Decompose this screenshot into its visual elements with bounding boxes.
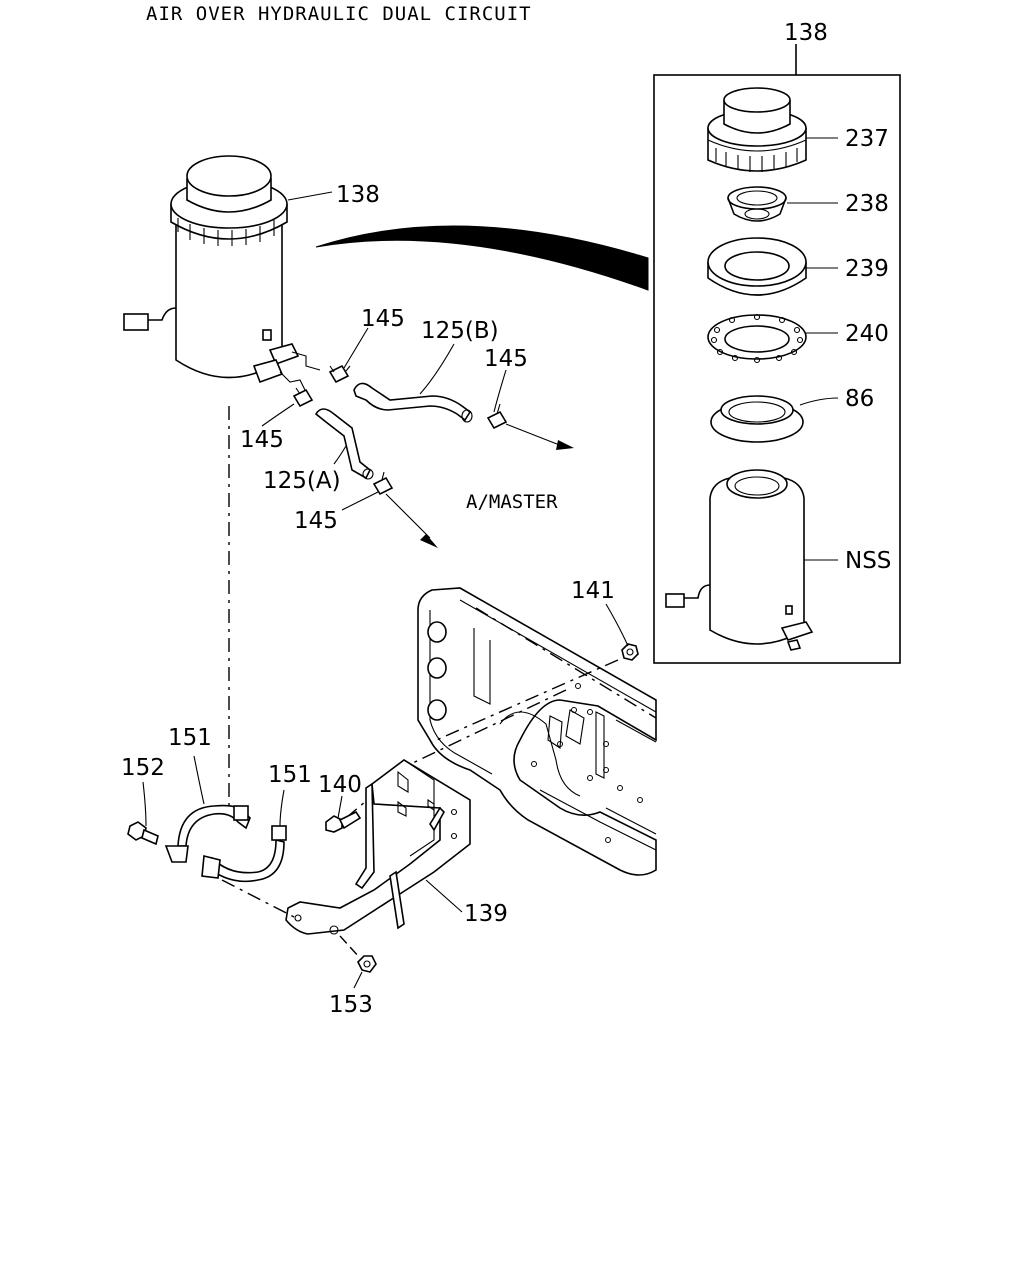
part-240-gasket[interactable] — [707, 313, 807, 364]
part-125a-hose[interactable] — [314, 408, 374, 480]
part-145-clip-bottom[interactable] — [372, 471, 394, 496]
label-138-main: 138 — [336, 182, 380, 208]
arrow-to-master-b — [505, 423, 574, 450]
part-nss-tank-body[interactable] — [665, 469, 814, 651]
part-152-bolt[interactable] — [127, 821, 159, 846]
detail-box — [653, 44, 901, 664]
label-145-a: 145 — [361, 306, 405, 332]
label-145-d: 145 — [294, 508, 338, 534]
label-125b: 125(B) — [421, 318, 499, 344]
chassis-frame — [417, 587, 657, 876]
part-138-reservoir[interactable] — [123, 155, 321, 393]
part-237-cap[interactable] — [707, 87, 807, 172]
part-153-nut[interactable] — [357, 955, 377, 973]
part-145-clip-right[interactable] — [486, 403, 508, 430]
part-125b-hose[interactable] — [353, 382, 473, 423]
main-leaders — [142, 191, 629, 989]
centerline-band-to-bracket — [221, 879, 297, 919]
explode-arrow — [315, 225, 649, 291]
detail-leaders — [787, 137, 839, 561]
label-140: 140 — [318, 772, 362, 798]
part-239-ring[interactable] — [707, 237, 807, 296]
part-140-bolt[interactable] — [325, 810, 362, 833]
part-139-bracket[interactable] — [285, 759, 471, 935]
part-151-band-lower[interactable] — [201, 825, 287, 883]
label-139: 139 — [464, 901, 508, 927]
part-141-nut[interactable] — [621, 643, 639, 661]
label-nss: NSS — [845, 548, 891, 574]
label-145-c: 145 — [240, 427, 284, 453]
part-145-clip-lower[interactable] — [292, 387, 314, 408]
label-239: 239 — [845, 256, 889, 282]
label-240: 240 — [845, 321, 889, 347]
part-86-seal[interactable] — [710, 395, 804, 443]
label-145-b: 145 — [484, 346, 528, 372]
label-amaster: A/MASTER — [466, 491, 558, 513]
part-238-strainer[interactable] — [727, 186, 787, 222]
label-86: 86 — [845, 386, 874, 412]
label-125a: 125(A) — [263, 468, 341, 494]
part-151-band-upper[interactable] — [164, 804, 251, 863]
label-138-detail: 138 — [784, 20, 828, 46]
label-152: 152 — [121, 755, 165, 781]
part-145-clip-upper[interactable] — [328, 364, 351, 384]
arrow-to-master-a — [385, 493, 438, 548]
centerline-153 — [339, 935, 361, 959]
label-151-a: 151 — [168, 725, 212, 751]
diagram-title: AIR OVER HYDRAULIC DUAL CIRCUIT — [146, 3, 532, 25]
label-151-b: 151 — [268, 762, 312, 788]
label-237: 237 — [845, 126, 889, 152]
label-238: 238 — [845, 191, 889, 217]
label-141: 141 — [571, 578, 615, 604]
label-153: 153 — [329, 992, 373, 1018]
